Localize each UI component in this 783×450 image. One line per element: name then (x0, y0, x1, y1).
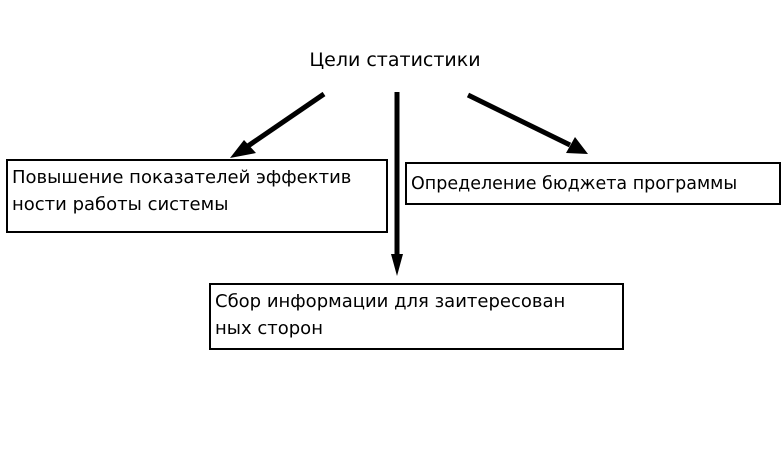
arrow-to-bottom-box (391, 92, 403, 276)
arrow-left-head (230, 140, 256, 158)
goal-box-efficiency: Повышение показателей эффектив ности раб… (6, 159, 388, 233)
arrow-right-shaft (466, 92, 572, 148)
arrow-to-left-box (230, 91, 326, 158)
goal-box-budget: Определение бюджета программы (405, 162, 781, 205)
arrow-bottom-head (391, 254, 403, 276)
arrow-to-right-box (466, 92, 588, 154)
diagram-title: Цели статистики (309, 49, 481, 71)
goal-box-information: Сбор информации для заитересован ных сто… (209, 283, 624, 350)
arrow-right-head (566, 137, 588, 154)
arrow-left-shaft (246, 91, 326, 149)
